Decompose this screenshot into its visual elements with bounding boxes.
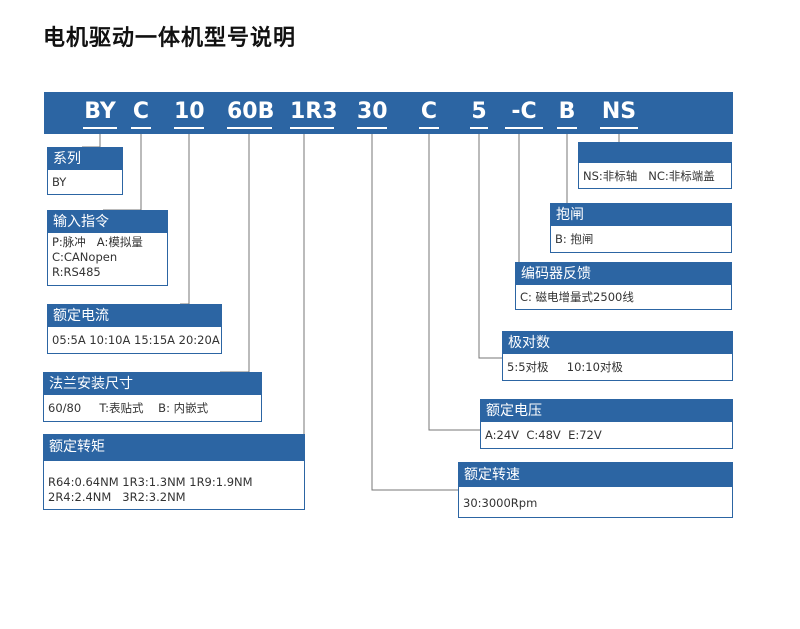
page-title: 电机驱动一体机型号说明: [43, 26, 297, 51]
rated-torque-box: 额定转矩 R64:0.64NM 1R3:1.3NM 1R9:1.9NM 2R4:…: [43, 434, 305, 510]
brake-values: B: 抱闸: [555, 232, 594, 246]
rated-torque-line-2: 2R4:2.4NM 3R2:3.2NM: [48, 490, 186, 504]
input-command-line-1: P:脉冲 A:模拟量: [52, 235, 143, 249]
input-command-line-3: R:RS485: [52, 265, 101, 279]
flange-size-values: 60/80 T:表贴式 B: 内嵌式: [48, 401, 209, 415]
rated-voltage-box: 额定电压 A:24V C:48V E:72V: [480, 399, 733, 449]
rated-current-box: 额定电流 05:5A 10:10A 15:15A 20:20A: [47, 304, 222, 354]
rated-voltage-values: A:24V C:48V E:72V: [485, 428, 602, 442]
series-box: 系列 BY: [47, 147, 123, 195]
code-current: 10: [174, 97, 205, 129]
pole-pairs-box: 极对数 5:5对极 10:10对极: [502, 331, 733, 381]
rated-torque-line-1: R64:0.64NM 1R3:1.3NM 1R9:1.9NM: [48, 475, 253, 489]
code-series: BY: [83, 97, 117, 129]
rated-current-values: 05:5A 10:10A 15:15A 20:20A: [52, 333, 220, 347]
connector-series: [82, 134, 101, 148]
rated-current-header: 额定电流: [48, 305, 221, 327]
rated-voltage-header: 额定电压: [481, 400, 732, 422]
connector-poles: [478, 134, 502, 359]
pole-pairs-header: 极对数: [503, 332, 732, 354]
code-shaft: NS: [600, 97, 638, 129]
input-command-box: 输入指令 P:脉冲 A:模拟量 C:CANopen R:RS485: [47, 210, 168, 286]
flange-size-header: 法兰安装尺寸: [44, 373, 261, 395]
connector-flange: [220, 134, 250, 373]
rated-speed-header: 额定转速: [459, 463, 732, 487]
series-value: BY: [52, 175, 67, 189]
non-standard-header: [579, 143, 731, 163]
rated-torque-header: 额定转矩: [44, 435, 304, 461]
encoder-header: 编码器反馈: [516, 263, 731, 285]
code-encoder: -C: [505, 97, 543, 129]
code-voltage: C: [419, 97, 439, 129]
code-brake: B: [557, 97, 577, 129]
non-standard-values: NS:非标轴 NC:非标端盖: [583, 169, 715, 183]
non-standard-box: NS:非标轴 NC:非标端盖: [578, 142, 732, 189]
brake-box: 抱闸 B: 抱闸: [550, 203, 732, 253]
brake-header: 抱闸: [551, 204, 731, 226]
flange-size-box: 法兰安装尺寸 60/80 T:表贴式 B: 内嵌式: [43, 372, 262, 422]
code-speed: 30: [357, 97, 388, 129]
encoder-values: C: 磁电增量式2500线: [520, 290, 634, 304]
input-command-line-2: C:CANopen: [52, 250, 118, 264]
code-poles: 5: [470, 97, 488, 129]
rated-speed-box: 额定转速 30:3000Rpm: [458, 462, 733, 518]
pole-pairs-values: 5:5对极 10:10对极: [507, 360, 623, 374]
encoder-box: 编码器反馈 C: 磁电增量式2500线: [515, 262, 732, 310]
rated-speed-values: 30:3000Rpm: [463, 496, 538, 510]
series-header: 系列: [48, 148, 122, 170]
code-flange: 60B: [227, 97, 274, 129]
input-command-header: 输入指令: [48, 211, 167, 233]
connector-current: [180, 134, 190, 305]
connector-voltage: [428, 134, 480, 431]
code-torque: 1R3: [290, 97, 338, 129]
code-input: C: [131, 97, 151, 129]
connector-speed: [371, 134, 458, 491]
